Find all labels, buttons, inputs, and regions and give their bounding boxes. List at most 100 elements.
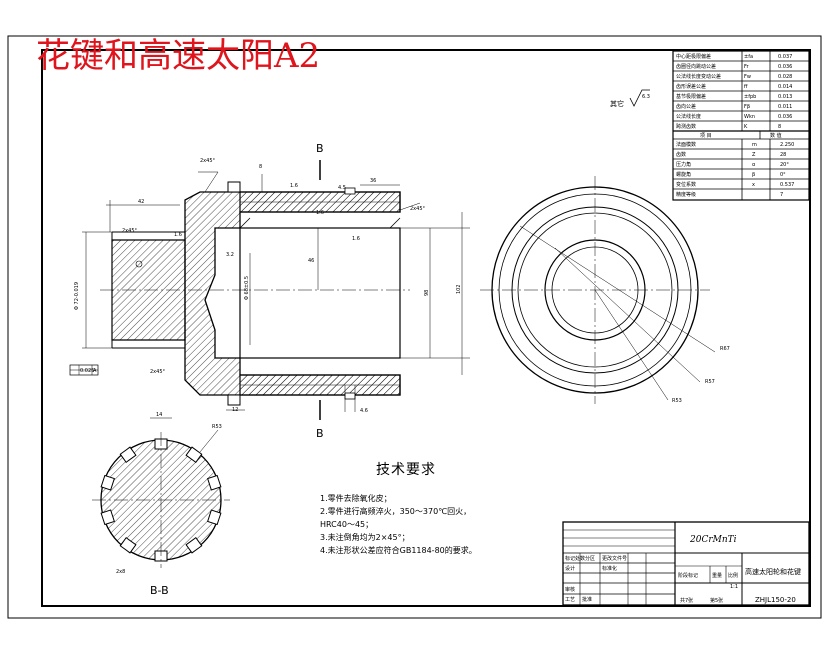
spec-row-name: 基节极限偏差 (676, 93, 706, 100)
spec-row-name: 中心距极限偏差 (676, 53, 711, 60)
title-block (562, 521, 810, 606)
tech-requirements-list: 1.零件去除氧化皮； 2.零件进行高频淬火，350～370℃回火， HRC40～… (320, 492, 477, 557)
dim-42: 42 (138, 199, 144, 205)
dim-3_2: 3.2 (226, 252, 234, 258)
tech-note: 4.未注形状公差应符合GB1184-80的要求。 (320, 546, 477, 555)
scale-value: 1:1 (730, 584, 738, 590)
spline-tooth-notch (100, 509, 115, 526)
spec-row-value: 0.013 (778, 94, 792, 100)
dim-2x45-b: 2x45° (410, 206, 426, 212)
param-header-value: 数 值 (770, 132, 782, 139)
dim-2x45-d: 2x45° (150, 369, 166, 375)
param-row-name: 齿数 (676, 151, 686, 158)
tb-row-1: 更改文件号 (602, 555, 627, 562)
sheet-total: 共7张 (680, 597, 693, 604)
param-row-symbol: Z (752, 152, 756, 158)
section-label-top: B (316, 142, 324, 155)
sheet-number: 第5张 (710, 597, 723, 604)
param-row-value: 20° (780, 162, 789, 168)
param-row-symbol: β (752, 172, 755, 178)
dim-1_6-d: 1.6 (352, 236, 360, 242)
dim-4_6: 4.6 (360, 408, 368, 414)
spline-tooth-notch (185, 446, 203, 463)
outer-frame (7, 35, 822, 619)
spec-row-symbol: ±fpb (744, 94, 756, 100)
param-row-value: 0.537 (780, 182, 794, 188)
spec-row-value: 0.036 (778, 64, 792, 70)
spline-tooth-notch (207, 474, 222, 491)
stage-label: 阶段标记 (678, 572, 698, 579)
tb-row-6: 批准 (582, 596, 592, 603)
tb-row-0: 标记处数分区 (565, 555, 595, 562)
weight-label: 重量 (712, 572, 722, 579)
dim-36: 36 (370, 178, 376, 184)
dim-phi68: Φ 68±0.5 (244, 276, 250, 300)
param-row-name: 精度等级 (676, 191, 696, 198)
param-row-name: 螺旋角 (676, 171, 691, 178)
param-row-symbol: α (752, 162, 756, 168)
param-header-item: 项 目 (700, 133, 712, 139)
param-row-value: 7 (780, 192, 783, 198)
dim-1_6-b: 1.6 (174, 232, 182, 238)
spec-table (672, 50, 810, 201)
tb-row-4: 审核 (565, 586, 575, 593)
spec-row-value: 0.011 (778, 104, 792, 110)
spec-row-value: 0.014 (778, 84, 792, 90)
spline-tooth-notch (185, 537, 203, 554)
spec-row-name: 公法线长度变动公差 (676, 73, 721, 80)
param-row-value: 0° (780, 172, 786, 178)
dim-r53: R53 (672, 398, 682, 404)
roughness-label: 其它 (610, 99, 624, 108)
tb-row-3: 标准化 (602, 565, 617, 572)
spline-tooth-notch (100, 474, 115, 491)
dim-8: 8 (259, 164, 262, 170)
roughness-note: 其它 6.3 (610, 89, 650, 108)
dim-4_5: 4.5 (338, 185, 346, 191)
dimension-labels: 42 2x45° 8 1.6 4.5 36 2x45° 2x45° 1.6 1.… (74, 158, 730, 575)
dim-1_6-a: 1.6 (290, 183, 298, 189)
spec-row-value: 0.036 (778, 114, 792, 120)
drawing-title: 花键和高速太阳A2 (36, 36, 321, 76)
spec-row-name: 齿形误差公差 (676, 83, 706, 90)
spec-row-name: 跨测齿数 (676, 123, 696, 130)
title-block-text: 高速太阳轮和花键 ZHJL150-20 阶段标记 重量 比例 1:1 共7张 第… (565, 555, 801, 604)
section-view-label: B-B (150, 584, 169, 597)
spec-row-value: 0.028 (778, 74, 792, 80)
spec-row-symbol: ±fa (744, 54, 753, 60)
param-row-symbol: m (752, 142, 757, 148)
scale-label: 比例 (728, 572, 738, 579)
dim-98: 98 (424, 290, 430, 296)
dim-12: 12 (232, 407, 238, 413)
spec-row-value: 0.037 (778, 54, 792, 60)
drawing-number: ZHJL150-20 (755, 596, 796, 604)
spec-row-name: 齿向公差 (676, 103, 696, 110)
section-label-bottom: B (316, 427, 324, 440)
roughness-value: 6.3 (642, 94, 650, 100)
tb-row-5: 工艺 (565, 597, 575, 603)
dim-2x8: 2x8 (116, 569, 125, 575)
dim-r53b: R53 (212, 424, 222, 430)
spec-row-symbol: Fβ (744, 104, 750, 110)
dim-2x45-a: 2x45° (200, 158, 216, 164)
end-view (480, 176, 716, 404)
param-row-value: 2.250 (780, 142, 794, 148)
tb-row-2: 设计 (565, 565, 575, 572)
spec-row-symbol: K (744, 124, 748, 130)
inner-frame (41, 49, 811, 607)
tech-note: 1.零件去除氧化皮； (320, 494, 392, 503)
spec-row-symbol: ff (744, 84, 748, 90)
part-name: 高速太阳轮和花键 (745, 567, 801, 576)
dim-14: 14 (156, 412, 162, 418)
param-row-value: 28 (780, 152, 786, 158)
tolerance-value: 0.025 (80, 368, 94, 374)
dim-r67: R67 (720, 346, 730, 352)
param-row-symbol: x (752, 182, 755, 188)
tech-note: 3.未注倒角均为2×45°； (320, 533, 410, 542)
spline-tooth-notch (119, 446, 137, 463)
tech-requirements-title: 技术要求 (376, 462, 436, 478)
spec-row-symbol: Fw (744, 74, 751, 80)
main-section-view (69, 171, 470, 412)
spec-row-name: 齿圈径向跳动公差 (676, 63, 716, 70)
